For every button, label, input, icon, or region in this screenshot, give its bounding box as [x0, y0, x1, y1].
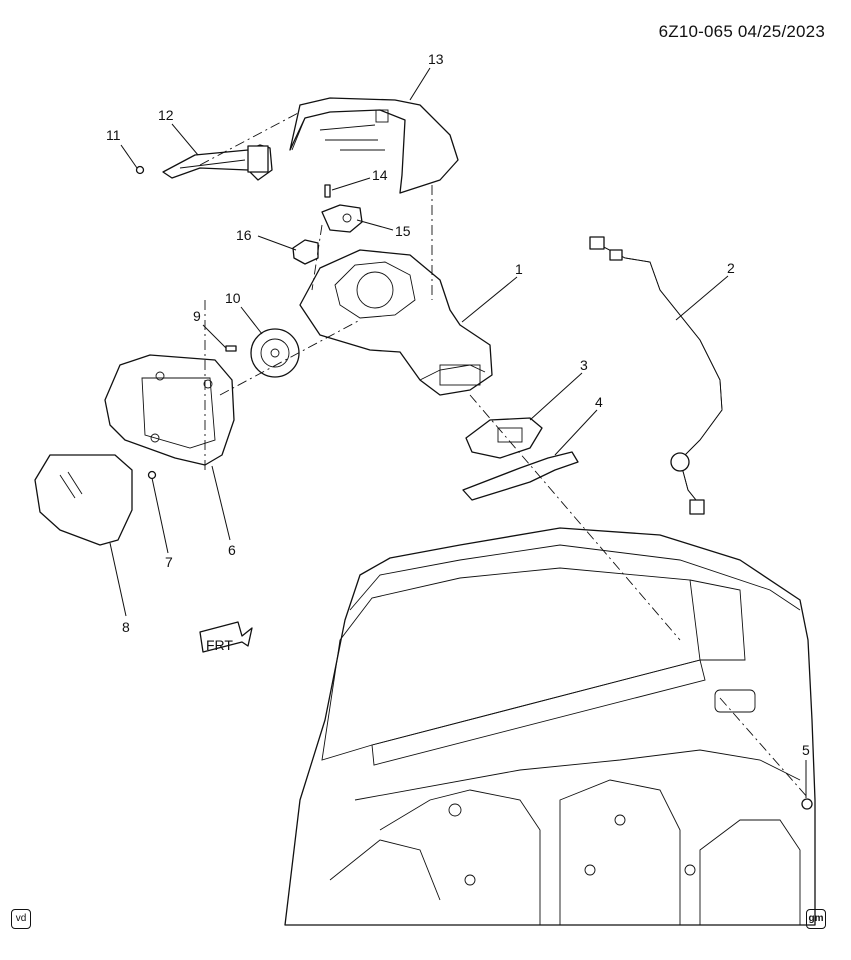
part-13-mirror-cover	[289, 97, 459, 194]
part-5-grommet	[801, 798, 813, 810]
callout-numbers: 1 2 3 4 5 6 7 8 9 10 11 12 13 14 15 16	[106, 51, 810, 758]
diagram-code-date: 6Z10-065 04/25/2023	[658, 22, 825, 41]
part-16-clip	[292, 239, 319, 265]
callout-11: 11	[106, 127, 121, 143]
callout-6: 6	[228, 542, 236, 558]
part-14-screw	[324, 184, 331, 198]
callout-12: 12	[158, 107, 174, 123]
part-15-bracket	[321, 204, 363, 233]
callout-14: 14	[372, 167, 388, 183]
callout-7: 7	[165, 554, 173, 570]
gm-logo-badge: gm	[806, 909, 826, 929]
leader-lines	[109, 67, 807, 798]
part-1-mirror-housing	[299, 249, 493, 396]
part-8-mirror-glass	[34, 454, 133, 546]
part-9-screw	[225, 345, 237, 352]
frt-label: FRT	[206, 637, 233, 653]
callout-5: 5	[802, 742, 810, 758]
part-12-turn-signal	[162, 144, 273, 181]
callout-16: 16	[236, 227, 252, 243]
part-7-screw	[147, 470, 157, 480]
vd-badge: vd	[11, 909, 31, 929]
callout-8: 8	[122, 619, 130, 635]
part-10-actuator	[250, 328, 300, 378]
callout-13: 13	[428, 51, 444, 67]
callout-1: 1	[515, 261, 523, 277]
part-4-gasket	[462, 451, 579, 501]
part-11-screw	[135, 165, 145, 175]
assembly-lines	[199, 111, 809, 799]
callout-2: 2	[727, 260, 735, 276]
part-2-wiring-harness	[589, 236, 723, 515]
part-3-lamp-bezel	[465, 417, 543, 459]
front-direction-marker: FRT	[199, 621, 253, 653]
callout-4: 4	[595, 394, 603, 410]
part-6-backing-plate	[104, 354, 235, 466]
callout-3: 3	[580, 357, 588, 373]
callout-9: 9	[193, 308, 201, 324]
callout-10: 10	[225, 290, 241, 306]
door-frame	[284, 527, 816, 926]
callout-15: 15	[395, 223, 411, 239]
